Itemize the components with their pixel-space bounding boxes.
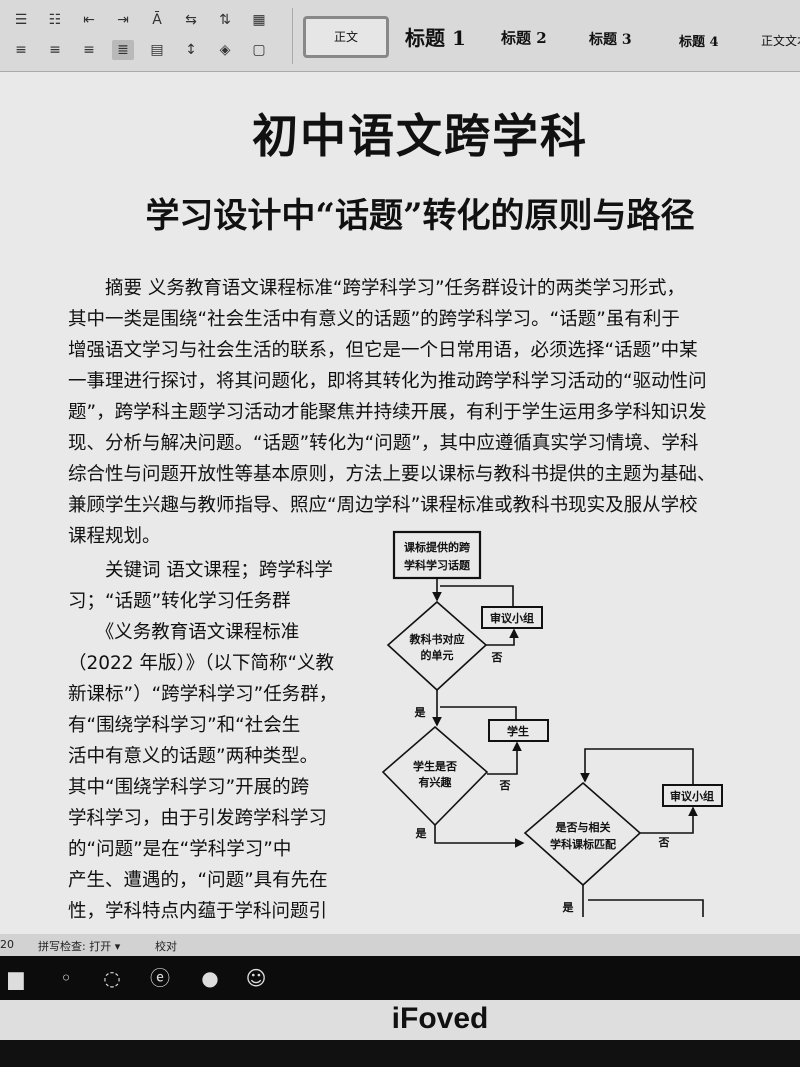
media-icon[interactable]: ●	[201, 966, 219, 990]
flow-no-label: 否	[499, 779, 511, 792]
body-line: 新课标”）“跨学科学习”任务群，	[68, 684, 338, 705]
numbered-list-icon[interactable]: ☷	[48, 12, 62, 28]
body-line: 其中“围绕学科学习”开展的跨	[68, 777, 310, 798]
sort-icon[interactable]: ⇅	[219, 12, 231, 28]
flow-no-label: 否	[491, 651, 503, 664]
app-icon[interactable]: ◦	[60, 966, 72, 990]
style-heading-3[interactable]: 标题 3	[589, 32, 632, 48]
monitor-bezel: iFoved	[0, 1000, 800, 1040]
align-left-icon[interactable]: ≡	[15, 42, 27, 58]
body-line: （2022 年版）》（以下简称“义教	[68, 653, 335, 674]
flow-start-label: 课标提供的跨	[404, 540, 471, 554]
text-direction-icon[interactable]: Ā	[152, 12, 162, 28]
page-number: 20	[0, 938, 14, 951]
decrease-indent-icon[interactable]: ⇤	[83, 12, 95, 28]
proofread-button[interactable]: 校对	[155, 940, 177, 953]
bullet-list-icon[interactable]: ☰	[14, 12, 28, 28]
body-line: 关键词 语文课程；跨学科学	[68, 560, 333, 581]
table-grid-icon[interactable]: ▦	[252, 12, 266, 28]
abstract-line: 兼顾学生兴趣与教师指导、照应“周边学科”课程标准或教科书现实及服从学校	[68, 495, 698, 516]
flow-review-label: 审议小组	[670, 789, 714, 803]
body-line: 习；“话题”转化学习任务群	[68, 591, 291, 612]
ribbon-toolbar: 正文 标题 1 标题 2 标题 3 标题 4 正文文本 ☰ ☷ ⇤ ⇥ Ā ⇆ ⇅ ▦ ≡ ≡ ≡ ≣…	[0, 0, 800, 72]
abstract-line: 增强语文学习与社会生活的联系，但它是一个日常用语，必须选择“话题”中某	[68, 340, 698, 361]
flow-decision-2-label: 有兴趣	[419, 775, 453, 789]
style-body-text[interactable]: 正文文本	[761, 34, 800, 48]
flow-review-box-1	[481, 606, 543, 629]
flow-yes-label: 是	[562, 901, 575, 914]
spell-check-toggle[interactable]: 拼写检查: 打开 ▾	[38, 940, 121, 953]
flow-decision-2-label: 学生是否	[413, 759, 457, 773]
abstract-line: 摘要 义务教育语文课程标准“跨学科学习”任务群设计的两类学习形式，	[68, 278, 686, 299]
flow-decision-1	[386, 600, 488, 692]
flow-decision-3-label: 学科课标匹配	[550, 837, 616, 851]
flow-student-box	[488, 719, 549, 742]
abstract-line: 现、分析与解决问题。“话题”转化为“问题”，其中应遵循真实学习情境、学科	[68, 433, 699, 454]
body-line: 产生、遭遇的，“问题”具有先在	[68, 870, 328, 891]
distributed-icon[interactable]: ▤	[150, 42, 164, 58]
file-explorer-icon[interactable]: ▆	[8, 966, 24, 990]
document-page[interactable]: 初中语文跨学科 学习设计中“话题”转化的原则与路径 摘要 义务教育语文课程标准“…	[0, 72, 800, 934]
taskbar: ▆ ◦ ◌ ⓔ ● ☺	[0, 956, 800, 1002]
align-center-icon[interactable]: ≡	[49, 42, 61, 58]
abstract-line: 其中一类是围绕“社会生活中有意义的话题”的跨学科学习。“话题”虽有利于	[68, 309, 680, 330]
document-title: 初中语文跨学科	[252, 109, 588, 163]
flow-yes-label: 是	[415, 827, 428, 840]
flow-decision-3-label: 是否与相关	[555, 820, 611, 834]
app-icon-2[interactable]: ◌	[103, 966, 121, 990]
status-bar: 20 拼写检查: 打开 ▾ 校对	[0, 934, 800, 956]
chat-icon[interactable]: ☺	[245, 966, 267, 990]
body-line: 的“问题”是在“学科学习”中	[68, 839, 292, 860]
flowchart: 课标提供的跨学科学习话题教科书对应的单元审议小组学生是否有兴趣学生是否与相关学科…	[381, 530, 723, 917]
flow-decision-1-label: 的单元	[421, 648, 454, 662]
abstract-line: 题”，跨学科主题学习活动才能聚焦并持续开展，有利于学生运用多学科知识发	[68, 402, 707, 423]
style-heading-2[interactable]: 标题 2	[501, 29, 547, 47]
abstract-line: 综合性与问题开放性等基本原则，方法上要以课标与教科书提供的主题为基础、	[68, 464, 716, 485]
internet-explorer-icon[interactable]: ⓔ	[150, 966, 170, 990]
borders-icon[interactable]: ▢	[252, 42, 266, 58]
style-heading-4[interactable]: 标题 4	[679, 35, 719, 50]
align-right-icon[interactable]: ≡	[83, 42, 95, 58]
flow-yes-label: 是	[414, 706, 427, 719]
style-gallery: 正文 标题 1 标题 2 标题 3 标题 4 正文文本	[292, 8, 800, 64]
flow-review-label: 审议小组	[490, 611, 534, 625]
flow-decision-3	[523, 781, 642, 887]
justify-icon[interactable]: ≣	[112, 40, 134, 60]
style-heading-1[interactable]: 标题 1	[405, 26, 466, 50]
flow-student-label: 学生	[507, 724, 529, 738]
style-normal[interactable]: 正文	[303, 16, 389, 58]
shading-icon[interactable]: ◈	[219, 42, 231, 58]
flow-start-label: 学科学习话题	[404, 558, 471, 572]
abstract-line: 一事理进行探讨，将其问题化，即将其转化为推动跨学科学习活动的“驱动性问	[68, 371, 707, 392]
monitor-brand-logo: iFoved	[391, 1002, 489, 1035]
line-break-icon[interactable]: ⇆	[185, 12, 197, 28]
increase-indent-icon[interactable]: ⇥	[117, 12, 129, 28]
body-line: 有“围绕学科学习”和“社会生	[68, 715, 301, 736]
flow-no-label: 否	[658, 836, 670, 849]
body-line: 学科学习，由于引发跨学科学习	[68, 808, 328, 829]
flow-decision-1-label: 教科书对应	[409, 632, 465, 646]
line-spacing-icon[interactable]: ↕	[185, 42, 197, 58]
abstract-line: 课程规划。	[68, 526, 161, 547]
body-line: 活中有意义的话题”两种类型。	[68, 746, 319, 767]
document-subtitle: 学习设计中“话题”转化的原则与路径	[145, 196, 695, 236]
body-line: 《义务教育语文课程标准	[68, 622, 300, 643]
body-line: 性，学科特点内蕴于学科问题引	[68, 901, 328, 922]
